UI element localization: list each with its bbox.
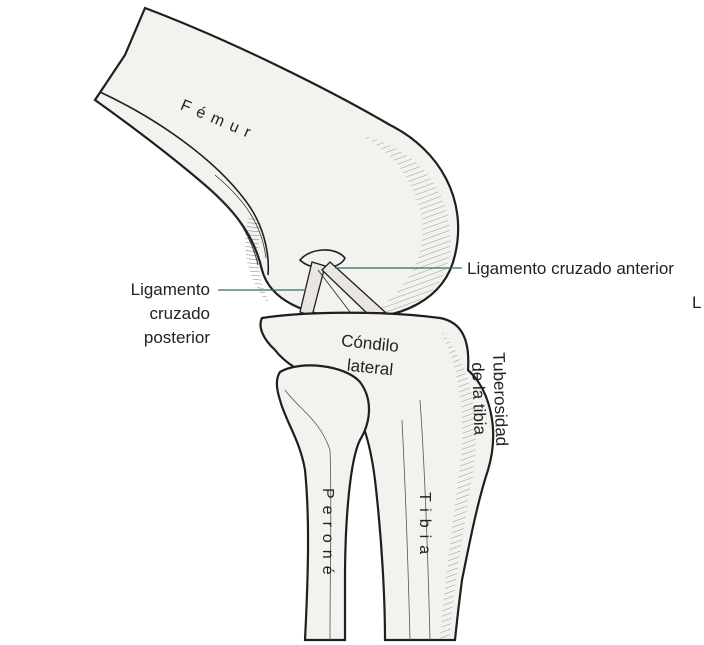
tibia-label: Tibia [414,492,434,561]
tuberosity-label-line2: de la tibia [467,362,490,435]
acl-label: Ligamento cruzado anterior [467,259,674,279]
pcl-label-line3: posterior [100,328,210,348]
pcl-label-line2: cruzado [100,304,210,324]
femur-bone [95,8,458,318]
pcl-label-line1: Ligamento [100,280,210,300]
tuberosity-label-line1: Tuberosidad [488,352,511,447]
fibula-label: Peroné [317,488,337,582]
edge-fragment-label: L [692,293,701,313]
